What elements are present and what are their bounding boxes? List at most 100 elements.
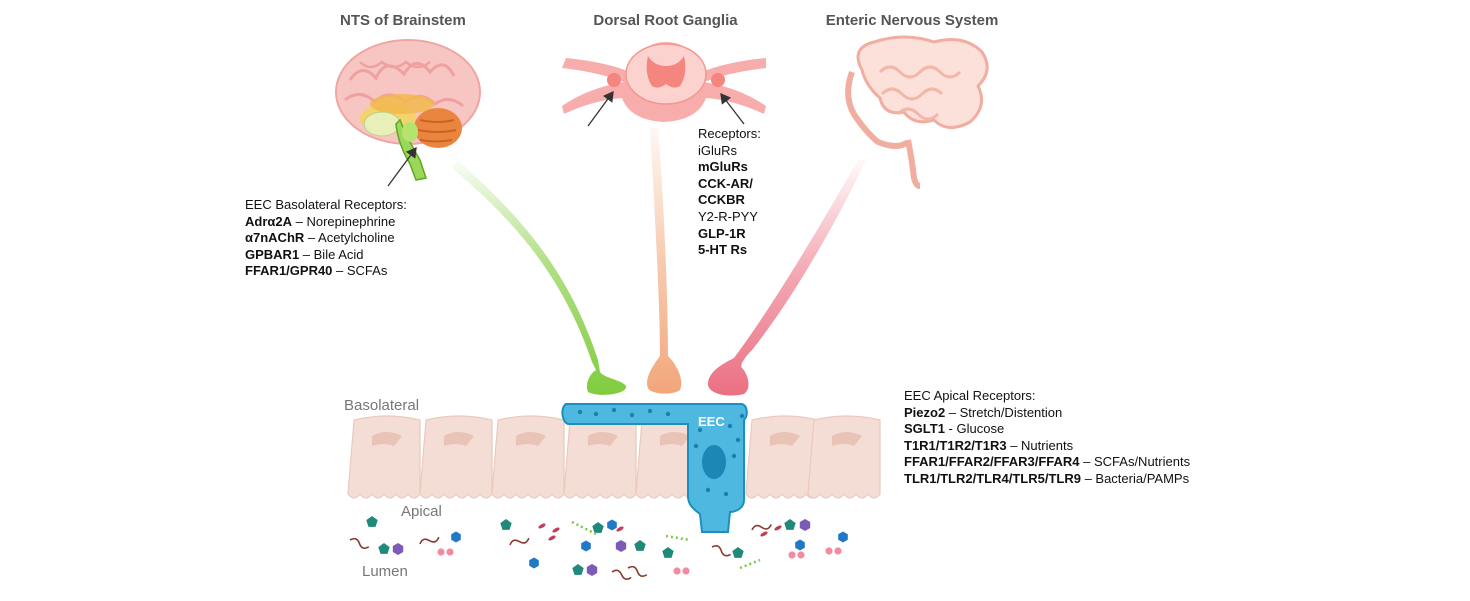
drg-receptors-heading: Receptors: [698, 126, 761, 141]
receptor-name: T1R1/T1R2/T1R3 [904, 437, 1007, 453]
receptor-name: FFAR1/FFAR2/FFAR3/FFAR4 [904, 454, 1080, 470]
receptor-ligand: – SCFAs/Nutrients [1079, 454, 1191, 470]
receptor-row: GPBAR1 – Bile Acid [245, 247, 407, 264]
drg-receptor-item: mGluRs [698, 159, 748, 175]
ens-nerve-fiber [708, 160, 866, 396]
molecule [615, 540, 627, 552]
molecule [795, 539, 805, 551]
molecule [366, 516, 378, 527]
lumen-particles [349, 516, 848, 580]
epithelial-cell [807, 415, 881, 499]
bacterium [751, 524, 772, 531]
basolateral-label: Basolateral [344, 397, 420, 414]
drg-title: Dorsal Root Ganglia [593, 12, 738, 29]
epithelial-cell [347, 415, 421, 499]
basolateral-receptors: EEC Basolateral Receptors: Adrα2A – Nore… [245, 197, 407, 280]
bacterium [349, 537, 370, 549]
drg-illustration [562, 42, 766, 122]
molecule [572, 564, 584, 575]
basolateral-receptors-heading: EEC Basolateral Receptors: [245, 197, 407, 212]
bacterium [774, 525, 782, 531]
drg-receptor-item: iGluRs [698, 142, 738, 158]
receptor-name: SGLT1 [904, 421, 945, 437]
receptor-row: α7nAChR – Acetylcholine [245, 230, 407, 247]
brain-title: NTS of Brainstem [340, 12, 466, 29]
drg-nerve-fiber [647, 128, 682, 394]
drg-right-arrow [720, 92, 745, 125]
molecule [834, 547, 842, 555]
molecule [662, 547, 674, 558]
bacterium [552, 527, 560, 533]
epithelial-cell [745, 415, 819, 499]
receptor-name: Piezo2 [904, 404, 946, 420]
receptor-row: T1R1/T1R2/T1R3 – Nutrients [904, 438, 1190, 455]
receptor-ligand: – Stretch/Distention [945, 404, 1063, 420]
epithelial-cell [563, 415, 637, 499]
molecule [673, 567, 681, 575]
epithelial-cell [419, 415, 493, 499]
molecule [378, 543, 390, 554]
bacterium [548, 535, 556, 541]
molecule [682, 567, 690, 575]
molecule [797, 551, 805, 559]
receptor-row: FFAR1/FFAR2/FFAR3/FFAR4 – SCFAs/Nutrient… [904, 454, 1190, 471]
epithelial-cell [491, 415, 565, 499]
molecule [732, 547, 744, 558]
bacterium [419, 536, 440, 545]
receptor-name: α7nAChR [245, 230, 305, 246]
molecule [634, 540, 646, 551]
receptor-ligand: – SCFAs [332, 263, 388, 279]
molecule [437, 548, 445, 556]
drg-receptors: Receptors: iGluRs mGluRs CCK-AR/ CCKBR Y… [698, 126, 761, 259]
receptor-row: Adrα2A – Norepinephrine [245, 214, 407, 231]
molecule [739, 558, 761, 570]
apical-receptors: EEC Apical Receptors: Piezo2 – Stretch/D… [904, 388, 1190, 488]
receptor-name: Adrα2A [245, 213, 292, 229]
molecule [784, 519, 796, 530]
receptor-ligand: – Bile Acid [299, 246, 364, 262]
molecule [665, 534, 691, 542]
receptor-ligand: – Bacteria/PAMPs [1080, 470, 1190, 486]
epithelium [347, 415, 881, 499]
brain-nerve-fiber [452, 160, 627, 395]
receptor-row: FFAR1/GPR40 – SCFAs [245, 263, 407, 280]
molecule [607, 519, 617, 531]
receptor-name: FFAR1/GPR40 [245, 263, 333, 279]
ens-title: Enteric Nervous System [825, 12, 999, 29]
receptor-name: TLR1/TLR2/TLR4/TLR5/TLR9 [904, 470, 1081, 486]
drg-receptor-item: CCK-AR/ [698, 175, 753, 191]
molecule [451, 531, 461, 543]
molecule [825, 547, 833, 555]
receptor-ligand: – Norepinephrine [292, 213, 396, 229]
molecule [838, 531, 848, 543]
brain-arrow [387, 146, 417, 187]
receptor-ligand: – Nutrients [1006, 437, 1074, 453]
bacterium [611, 569, 632, 580]
molecule [571, 520, 597, 536]
bacterium [627, 565, 648, 577]
bacterium [616, 526, 624, 532]
receptor-name: GPBAR1 [245, 246, 300, 262]
apical-receptors-heading: EEC Apical Receptors: [904, 388, 1036, 403]
molecule [392, 543, 404, 555]
intestine-illustration [845, 35, 989, 189]
bacterium [509, 537, 530, 546]
brain-illustration [335, 39, 481, 181]
bacterium [760, 531, 768, 537]
molecule [500, 519, 512, 530]
receptor-row: Piezo2 – Stretch/Distention [904, 405, 1190, 422]
drg-receptor-item: 5-HT Rs [698, 242, 748, 258]
drg-left-arrow [587, 90, 614, 127]
drg-receptor-item: Y2-R-PYY [698, 208, 758, 224]
molecule [581, 540, 591, 552]
eec-cell [561, 403, 748, 533]
molecule [529, 557, 539, 569]
eec-label: EEC [698, 414, 725, 429]
receptor-ligand: – Acetylcholine [304, 230, 395, 246]
molecule [592, 522, 604, 533]
apical-label: Apical [401, 503, 442, 520]
receptor-ligand: - Glucose [944, 421, 1005, 437]
lumen-label: Lumen [362, 563, 408, 580]
